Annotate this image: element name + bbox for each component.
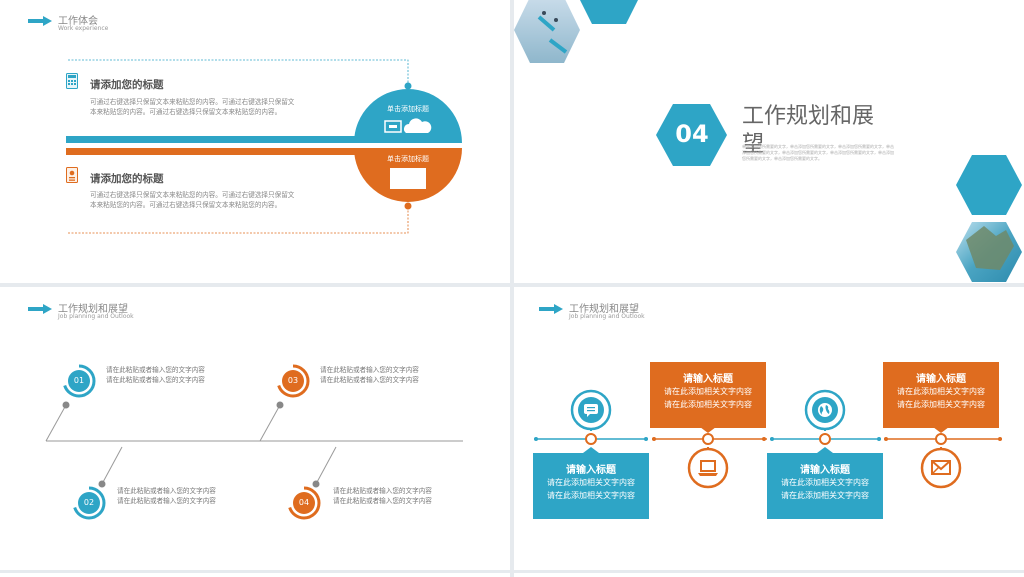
flow-graphic [534, 389, 1002, 489]
cloud-pc-icon [384, 118, 432, 133]
circle-bottom-label[interactable]: 单击添加标题 [387, 155, 429, 163]
step-02-number: 02 [83, 498, 95, 507]
flow-box-line1: 请在此添加相关文字内容 [897, 387, 985, 396]
next-slide-peek-right [514, 573, 1024, 577]
step-03-number: 03 [287, 376, 299, 385]
slide-title: 工作规划和展望 [58, 304, 128, 315]
white-rect-placeholder [390, 168, 426, 189]
header-arrow-icon [28, 16, 52, 26]
item-2-text: 可通过右键选择只保留文本来粘贴您的内容。可通过右键选择只保留文本来粘贴您的内容。… [90, 191, 295, 209]
step-04-number: 04 [298, 498, 310, 507]
dotted-frame [66, 59, 462, 234]
flow-box-title: 请输入标题 [683, 374, 733, 385]
timeline-graphic [45, 364, 463, 520]
slide-subtitle: Job planning and Outlook [569, 313, 645, 320]
mail-icon [931, 460, 951, 475]
chat-icon [584, 404, 598, 417]
step-01-number: 01 [73, 376, 85, 385]
item-1-text: 可通过右键选择只保留文本来粘贴您的内容。可通过右键选择只保留文本来粘贴您的内容。… [90, 98, 295, 116]
section-description: 单击添加您所需要的文字，单击添加您所需要的文字，单击添加您所需要的文字，单击添加… [742, 144, 894, 161]
slide-timeline[interactable]: 工作规划和展望 Job planning and Outlook 01 03 0… [0, 287, 510, 570]
hexagon-decorations [514, 0, 1022, 282]
slide-title: 工作规划和展望 [569, 304, 639, 315]
flow-box-line2: 请在此添加相关文字内容 [547, 491, 635, 500]
flow-box-title: 请输入标题 [566, 465, 616, 476]
slide-subtitle: Job planning and Outlook [58, 313, 134, 320]
section-title-line2: 望 [742, 132, 765, 157]
item-1-heading: 请添加您的标题 [90, 79, 164, 91]
header-arrow-icon [28, 304, 52, 314]
slide-work-experience[interactable]: 工作体会 Work experience 请添加您的标题 可通过右键选择只保留文… [0, 0, 510, 283]
flow-box-line1: 请在此添加相关文字内容 [547, 478, 635, 487]
flow-box-line2: 请在此添加相关文字内容 [781, 491, 869, 500]
flow-box-line1: 请在此添加相关文字内容 [664, 387, 752, 396]
laptop-icon [698, 460, 718, 476]
slide-section-04[interactable]: 04 工作规划和展 望 单击添加您所需要的文字，单击添加您所需要的文字，单击添加… [514, 0, 1024, 283]
flow-box-1[interactable]: 请输入标题 请在此添加相关文字内容 请在此添加相关文字内容 [533, 453, 649, 519]
step-01-text: 请在此粘贴或者输入您的文字内容请在此粘贴或者输入您的文字内容 [106, 366, 205, 384]
globe-icon [818, 403, 832, 417]
next-slide-peek-left [0, 573, 510, 577]
flow-box-3[interactable]: 请输入标题 请在此添加相关文字内容 请在此添加相关文字内容 [767, 453, 883, 519]
flow-box-title: 请输入标题 [800, 465, 850, 476]
flow-box-4[interactable]: 请输入标题 请在此添加相关文字内容 请在此添加相关文字内容 [883, 362, 999, 428]
item-2-heading: 请添加您的标题 [90, 173, 164, 185]
section-title-line1: 工作规划和展 [742, 104, 875, 129]
section-number: 04 [675, 120, 709, 148]
flow-box-2[interactable]: 请输入标题 请在此添加相关文字内容 请在此添加相关文字内容 [650, 362, 766, 428]
document-icon [66, 167, 78, 183]
flow-box-line2: 请在此添加相关文字内容 [664, 400, 752, 409]
circle-top-label[interactable]: 单击添加标题 [387, 105, 429, 113]
step-04-text: 请在此粘贴或者输入您的文字内容请在此粘贴或者输入您的文字内容 [333, 487, 432, 505]
slide-title: 工作体会 [58, 16, 98, 27]
step-02-text: 请在此粘贴或者输入您的文字内容请在此粘贴或者输入您的文字内容 [117, 487, 216, 505]
slide-process-flow[interactable]: 工作规划和展望 Job planning and Outlook [514, 287, 1024, 570]
step-03-text: 请在此粘贴或者输入您的文字内容请在此粘贴或者输入您的文字内容 [320, 366, 419, 384]
calculator-icon [66, 73, 78, 89]
header-arrow-icon [539, 304, 563, 314]
slide-subtitle: Work experience [58, 25, 109, 32]
flow-box-line2: 请在此添加相关文字内容 [897, 400, 985, 409]
flow-box-line1: 请在此添加相关文字内容 [781, 478, 869, 487]
flow-box-title: 请输入标题 [916, 374, 966, 385]
